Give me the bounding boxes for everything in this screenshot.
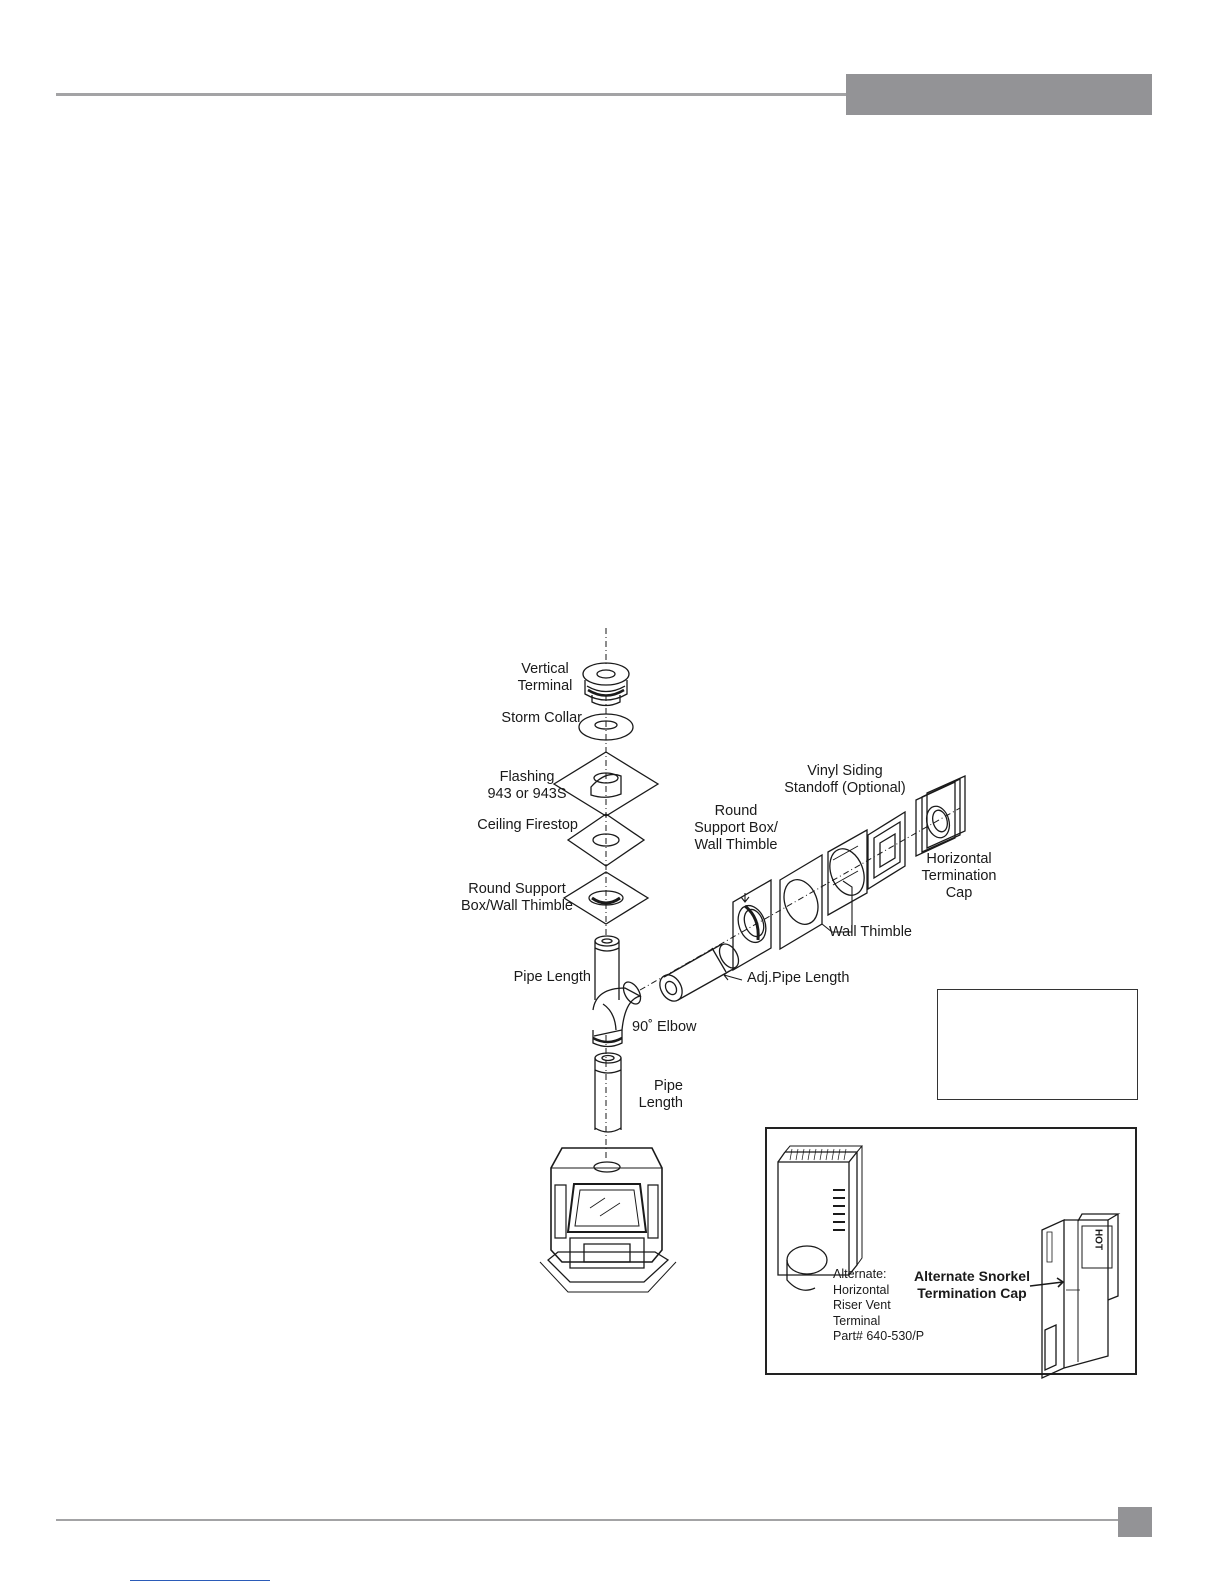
footer-link-underline[interactable]: [130, 1580, 270, 1581]
upper-pipe-length-label: Pipe Length: [513, 969, 591, 985]
storm-collar-part: [578, 713, 634, 741]
page-number-tab: [1118, 1507, 1152, 1537]
round-support-box-right-label: Round Support Box/ Wall Thimble: [694, 803, 778, 853]
snorkel-termination-cap-part: [1029, 1213, 1121, 1380]
flashing-part: [552, 751, 660, 817]
vinyl-siding-standoff-part: [867, 810, 906, 891]
footer-rule: [56, 1519, 1118, 1521]
header-rule: [56, 93, 846, 96]
empty-note-box: [937, 989, 1138, 1100]
round-support-box-left-part: [562, 871, 650, 925]
horizontal-termination-cap-label: Horizontal Termination Cap: [921, 851, 997, 901]
wall-thimble-label: Wall Thimble: [829, 924, 912, 940]
elbow-label: 90˚ Elbow: [632, 1019, 697, 1035]
vinyl-siding-standoff-label: Vinyl Siding Standoff (Optional): [784, 763, 906, 796]
round-support-box-left-label: Round Support Box/Wall Thimble: [460, 881, 573, 914]
stove-part: [539, 1147, 677, 1293]
lower-pipe-part: [594, 1052, 622, 1133]
alternate-terminals-inset: [765, 1127, 1137, 1375]
horizontal-termination-cap-part: [915, 774, 966, 858]
lower-pipe-length-label: Pipe Length: [638, 1078, 683, 1111]
round-support-box-right-part: [732, 878, 772, 972]
hot-warning-text: HOT: [1092, 1228, 1104, 1251]
vertical-terminal-part: [582, 662, 630, 707]
upper-pipe-part: [594, 935, 620, 1000]
label-arrows: [723, 880, 853, 981]
storm-collar-label: Storm Collar: [501, 710, 582, 726]
ceiling-firestop-part: [566, 813, 646, 867]
riser-vent-terminal-part: [777, 1145, 864, 1291]
ceiling-firestop-label: Ceiling Firestop: [477, 817, 578, 833]
adj-pipe-length-label: Adj.Pipe Length: [747, 970, 850, 986]
riser-vent-terminal-label: Alternate: Horizontal Riser Vent Termina…: [833, 1267, 925, 1343]
vertical-terminal-label: Vertical Terminal: [517, 661, 573, 694]
adjustable-pipe-part: [659, 943, 740, 1002]
flashing-label: Flashing 943 or 943S: [487, 769, 567, 802]
header-section-tab: [846, 74, 1152, 115]
elbow-part: [592, 981, 642, 1048]
snorkel-cap-label: Alternate Snorkel Termination Cap: [914, 1268, 1030, 1301]
